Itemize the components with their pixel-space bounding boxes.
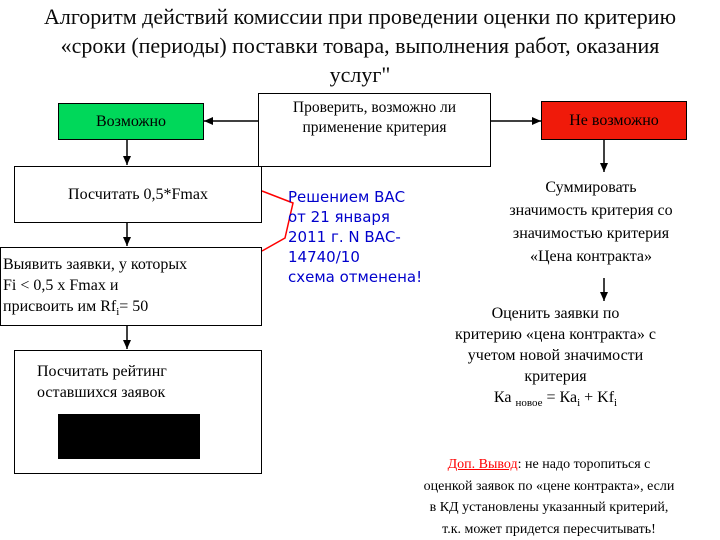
eval-line-3: учетом новой значимости: [467, 347, 644, 364]
formula-plus: + Kf: [580, 389, 615, 406]
formula-sub-new: новое: [515, 397, 543, 410]
eval-formula: Ка новое = Каi + Kfi: [404, 387, 707, 414]
note-line-1: Доп. Вывод: не надо торопиться с: [380, 454, 718, 476]
not-possible-box: Не возможно: [541, 101, 687, 140]
note-line-3: в КД установлены указанный критерий,: [429, 500, 669, 515]
identify-box: Выявить заявки, у которых Fi < 0,5 x Fma…: [0, 247, 262, 326]
calc-label: Посчитать 0,5*Fmax: [68, 185, 208, 203]
sum-line-3: значимостью критерия: [512, 225, 670, 242]
formula-sub-i: i: [577, 397, 581, 410]
sum-line-1: Суммировать: [545, 179, 637, 196]
rating-box: Посчитать рейтинг оставшихся заявок: [14, 350, 262, 474]
formula-sub-i2: i: [614, 397, 618, 410]
check-line-2: применение критерия: [302, 119, 447, 136]
stamp-line-5: схема отменена!: [288, 268, 423, 286]
stamp-line-1: Решением ВАС: [288, 188, 406, 206]
not-possible-label: Не возможно: [569, 111, 659, 129]
identify-line-3: присвоить им Rfi= 50: [3, 296, 261, 323]
stamp-line-3: 2011 г. N ВАС-: [288, 228, 401, 246]
sum-line-2: значимость критерия со: [509, 202, 673, 219]
check-criterion-box: Проверить, возможно ли применение критер…: [258, 93, 491, 167]
court-decision-stamp: Решением ВАС от 21 января 2011 г. N ВАС-…: [288, 187, 468, 287]
note-line-1-rest: : не надо торопиться с: [517, 457, 651, 472]
note-label: Доп. Вывод: [447, 457, 518, 472]
check-line-1: Проверить, возможно ли: [292, 99, 457, 116]
formula-ka: Ка: [493, 389, 516, 406]
rating-line-2: оставшихся заявок: [37, 384, 166, 401]
note-line-2: оценкой заявок по «цене контракта», если: [423, 478, 675, 494]
identify-line-3b: = 50: [119, 298, 149, 315]
calc-box: Посчитать 0,5*Fmax: [14, 166, 262, 223]
identify-line-2: Fi < 0,5 x Fmax и: [3, 277, 119, 294]
title-line-2: «сроки (периоды) поставки товара, выполн…: [60, 33, 660, 58]
evaluate-bids-text: Оценить заявки по критерию «цена контрак…: [404, 303, 707, 414]
identify-sub: i: [116, 306, 120, 319]
eval-line-1: Оценить заявки по: [491, 305, 620, 322]
sum-significance-text: Суммировать значимость критерия со значи…: [476, 176, 706, 268]
identify-line-1: Выявить заявки, у которых: [3, 256, 188, 273]
page-title: Алгоритм действий комиссии при проведени…: [0, 2, 720, 89]
note-line-4: т.к. может придется пересчитывать!: [442, 521, 656, 537]
redacted-block: [58, 414, 200, 459]
rating-line-1: Посчитать рейтинг: [37, 363, 167, 380]
possible-label: Возможно: [95, 112, 167, 130]
title-line-1: Алгоритм действий комиссии при проведени…: [43, 4, 677, 29]
formula-eq: = Ка: [542, 389, 578, 406]
possible-box: Возможно: [58, 103, 204, 140]
stamp-line-4: 14740/10: [288, 248, 360, 266]
additional-conclusion-note: Доп. Вывод: не надо торопиться с оценкой…: [380, 454, 718, 540]
sum-line-4: «Цена контракта»: [530, 248, 652, 265]
red-bracket: [261, 190, 294, 252]
eval-line-4: критерия: [524, 368, 587, 385]
title-line-3: услуг": [329, 62, 391, 87]
identify-line-3a: присвоить им Rf: [3, 298, 117, 315]
eval-line-2: критерию «цена контракта» с: [454, 326, 657, 343]
stamp-line-2: от 21 января: [288, 208, 390, 226]
